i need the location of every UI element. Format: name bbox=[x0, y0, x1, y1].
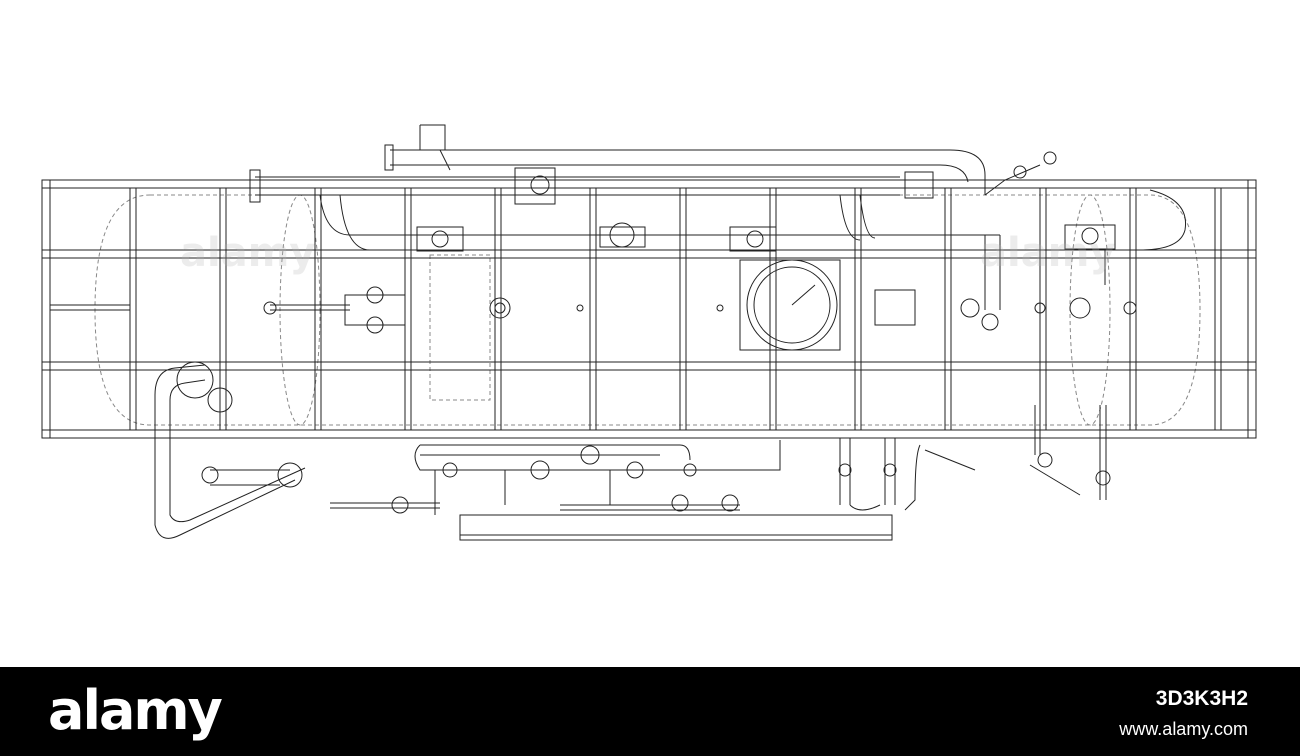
frame-post bbox=[1214, 187, 1222, 431]
frame-post bbox=[494, 187, 502, 431]
bottom-piping bbox=[330, 405, 1111, 541]
manway-hatch bbox=[739, 259, 841, 351]
upper-header-pipes bbox=[249, 124, 1000, 252]
stock-footer-bar: alamy 3D3K3H2 www.alamy.com bbox=[0, 667, 1300, 756]
technical-drawing bbox=[41, 124, 1257, 541]
site-url-link[interactable]: www.alamy.com bbox=[1119, 719, 1248, 739]
skid-frame bbox=[41, 179, 1257, 439]
tank-vessel bbox=[94, 194, 1201, 426]
right-side-piping bbox=[981, 151, 1187, 331]
frame-post bbox=[219, 187, 227, 431]
inlet-elbow-pipe bbox=[154, 361, 306, 539]
frame-post bbox=[589, 187, 597, 431]
side-nozzles bbox=[263, 286, 1137, 334]
frame-post bbox=[944, 187, 952, 431]
image-id-label: 3D3K3H2 bbox=[1155, 687, 1248, 710]
frame-post bbox=[854, 187, 862, 431]
frame-post bbox=[769, 187, 777, 431]
separator-tank-wireframe bbox=[41, 124, 1257, 541]
alamy-logo[interactable]: alamy bbox=[48, 679, 223, 742]
frame-post bbox=[1129, 187, 1137, 431]
frame-post bbox=[679, 187, 687, 431]
frame-post bbox=[404, 187, 412, 431]
frame-post bbox=[314, 187, 322, 431]
frame-post bbox=[129, 187, 137, 431]
frame-post bbox=[1039, 187, 1047, 431]
